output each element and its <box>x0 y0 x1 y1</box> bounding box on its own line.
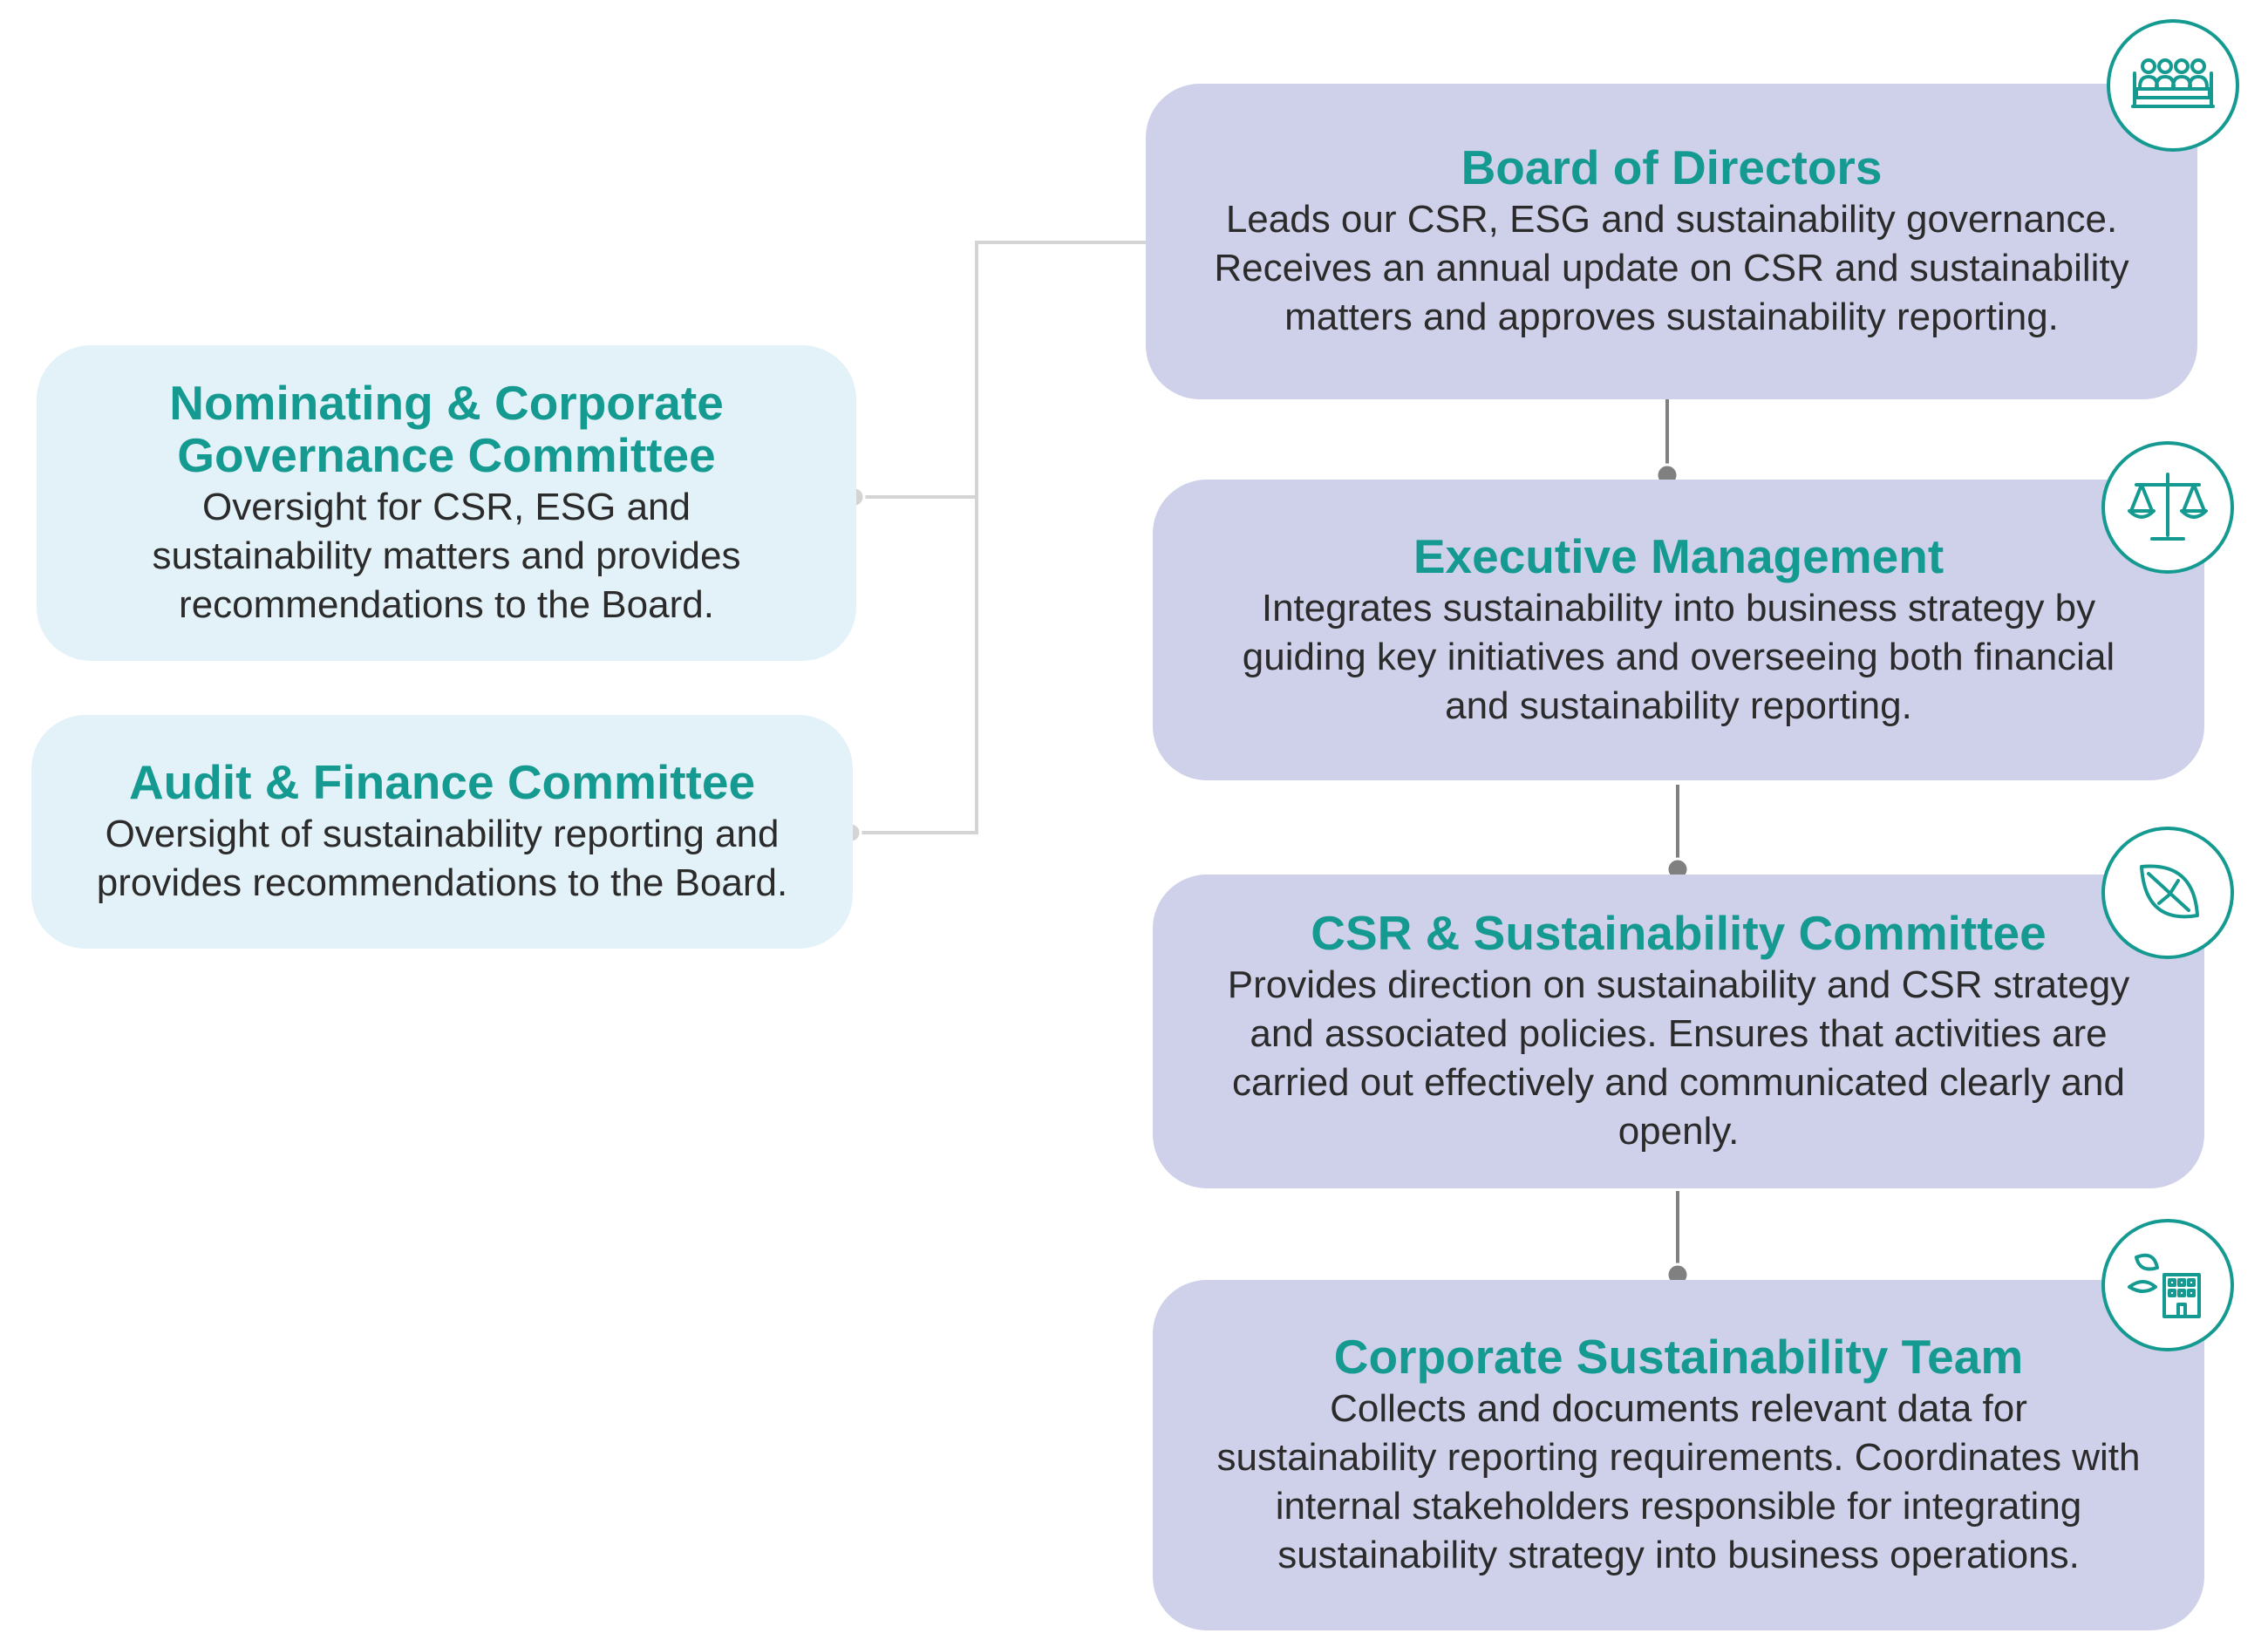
executive-title: Executive Management <box>1413 528 1944 583</box>
executive-description: Integrates sustainability into business … <box>1242 586 2115 727</box>
csr-committee-box: CSR & Sustainability Committee Provides … <box>1153 875 2204 1188</box>
leaf-icon <box>2101 827 2234 959</box>
audit-title: Audit & Finance Committee <box>128 755 756 809</box>
nominating-committee-box: Nominating & Corporate Governance Commit… <box>37 345 856 661</box>
building-leaf-icon <box>2101 1219 2234 1351</box>
executive-management-box: Executive Management Integrates sustaina… <box>1153 480 2204 780</box>
sustainability-team-description: Collects and documents relevant data for… <box>1216 1387 2141 1576</box>
board-title: Board of Directors <box>1461 140 1883 194</box>
csr-committee-title: CSR & Sustainability Committee <box>1311 906 2047 960</box>
sustainability-team-title: Corporate Sustainability Team <box>1333 1330 2024 1384</box>
balance-scale-icon <box>2101 441 2234 574</box>
meeting-table-icon <box>2107 19 2239 152</box>
audit-committee-box: Audit & Finance Committee Oversight of s… <box>31 715 853 949</box>
csr-committee-description: Provides direction on sustainability and… <box>1227 963 2130 1153</box>
sustainability-team-box: Corporate Sustainability Team Collects a… <box>1153 1280 2204 1630</box>
board-description: Leads our CSR, ESG and sustainability go… <box>1214 198 2129 338</box>
board-of-directors-box: Board of Directors Leads our CSR, ESG an… <box>1146 84 2197 399</box>
nominating-title: Nominating & Corporate Governance Commit… <box>169 376 724 482</box>
nominating-to-board-connector <box>848 241 1151 499</box>
audit-to-board-connector <box>848 497 978 834</box>
nominating-description: Oversight for CSR, ESG and sustainabilit… <box>152 486 741 626</box>
audit-description: Oversight of sustainability reporting an… <box>96 813 788 904</box>
